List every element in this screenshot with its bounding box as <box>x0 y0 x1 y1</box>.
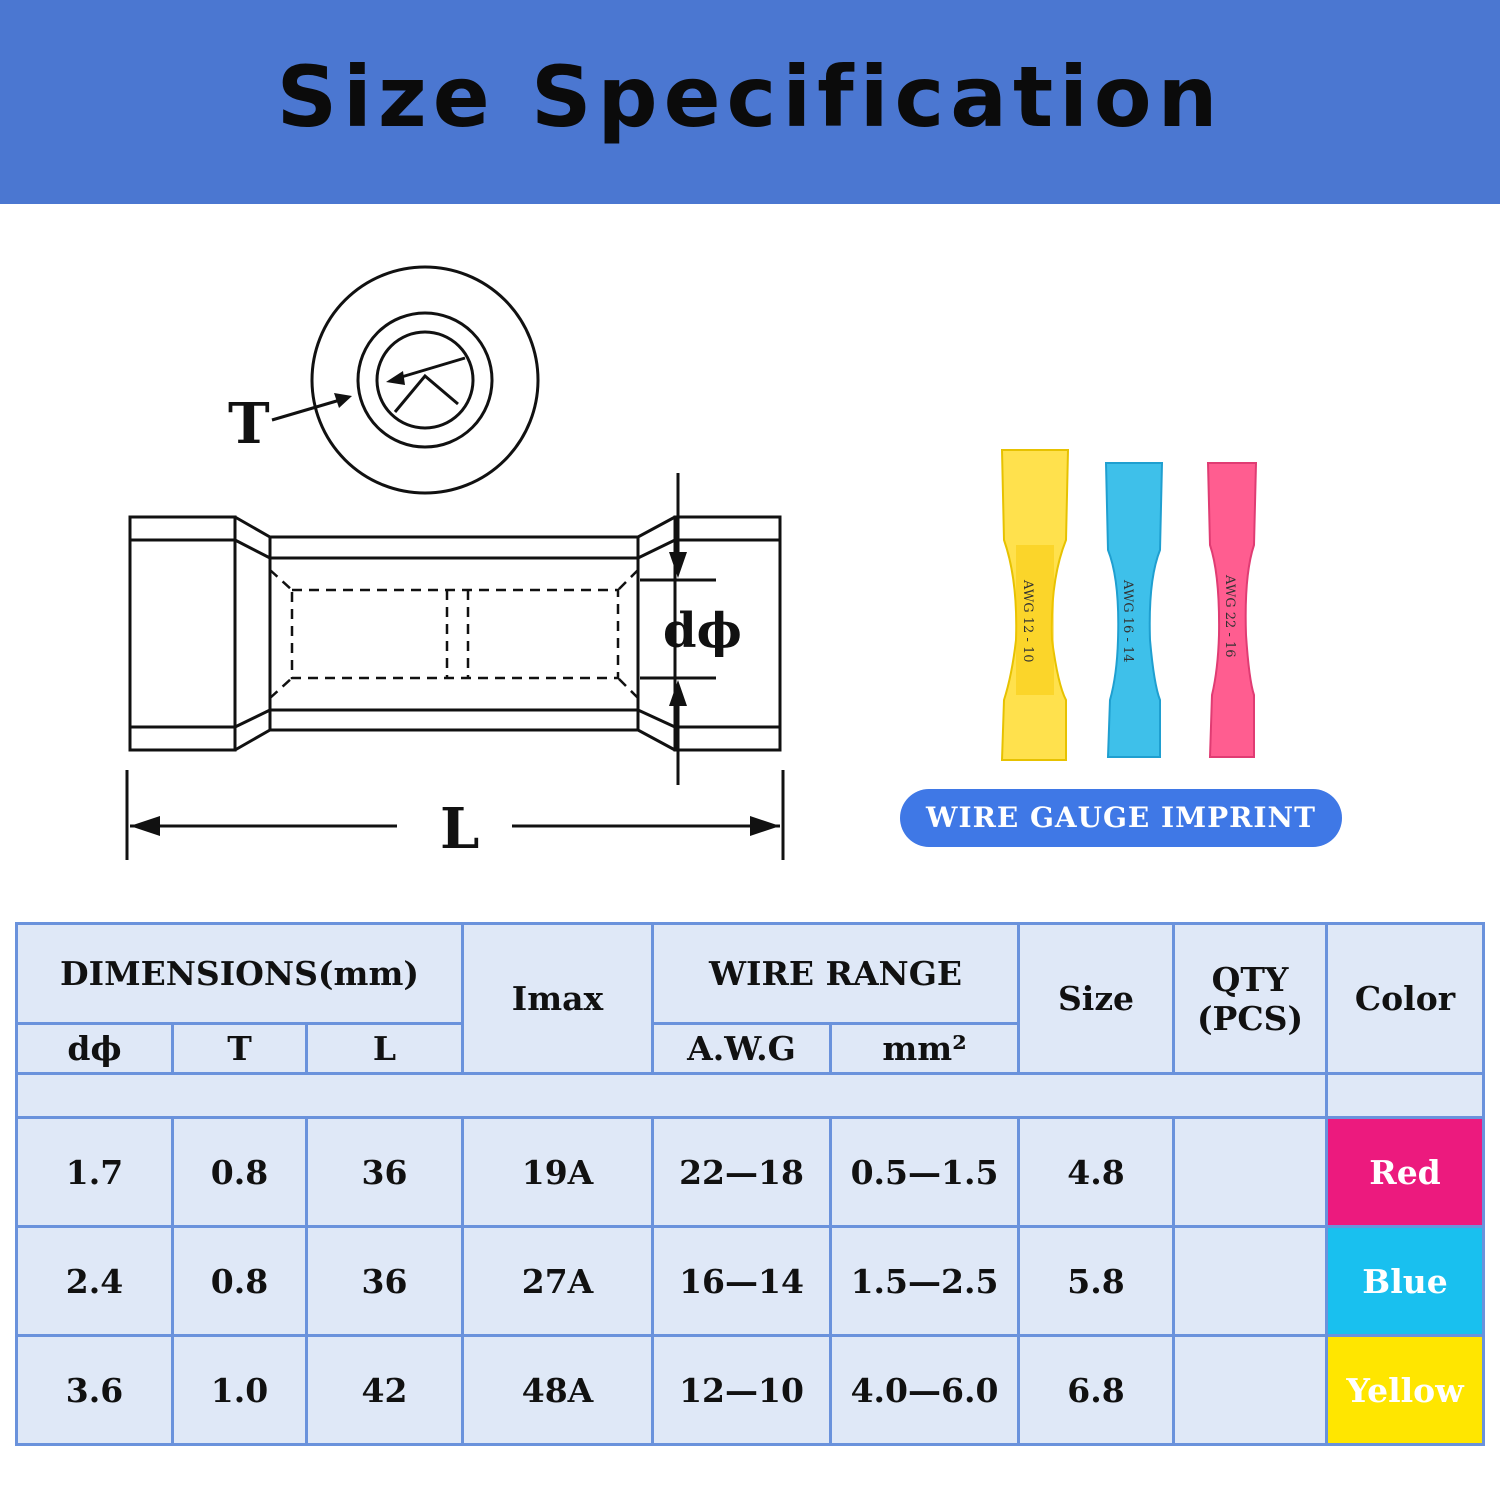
label-t: T <box>228 391 270 457</box>
header-qty: QTY (PCS) <box>1172 922 1329 1075</box>
label-l: L <box>440 796 479 862</box>
cell-l: 36 <box>304 1116 465 1228</box>
sleeve-pink: AWG 22 - 16 <box>1206 462 1258 758</box>
cell-d: 3.6 <box>15 1334 174 1446</box>
inner-barrel <box>269 569 639 699</box>
title-banner: Size Specification <box>0 0 1500 204</box>
middle-circle <box>356 311 494 449</box>
label-d: dϕ <box>663 603 742 659</box>
cell-d: 2.4 <box>15 1225 174 1337</box>
page-title: Size Specification <box>276 48 1224 146</box>
cell-color: Red <box>1325 1116 1486 1228</box>
connector-body <box>128 515 782 752</box>
sleeve-blue: AWG 16 - 14 <box>1104 462 1164 758</box>
cell-qty <box>1172 1116 1329 1228</box>
connector-diagram: T dϕ L <box>125 265 785 862</box>
header-color: Color <box>1325 922 1486 1075</box>
cell-qty <box>1172 1225 1329 1337</box>
cell-mm2: 0.5—1.5 <box>829 1116 1021 1228</box>
cell-t: 0.8 <box>171 1116 308 1228</box>
cell-qty <box>1172 1334 1329 1446</box>
subheader-l: L <box>304 1022 465 1075</box>
table-row: 3.6 1.0 42 48A 12—10 4.0—6.0 6.8 Yellow <box>15 1334 1486 1446</box>
cell-mm2: 1.5—2.5 <box>829 1225 1021 1337</box>
spacer-cell <box>1325 1072 1486 1119</box>
wire-gauge-imprint-badge: WIRE GAUGE IMPRINT <box>900 789 1342 847</box>
cell-awg: 12—10 <box>651 1334 833 1446</box>
svg-text:AWG 22 - 16: AWG 22 - 16 <box>1222 574 1237 657</box>
cell-size: 6.8 <box>1017 1334 1176 1446</box>
cell-awg: 16—14 <box>651 1225 833 1337</box>
spacer-row <box>14 1072 1329 1119</box>
cell-color: Blue <box>1325 1225 1486 1337</box>
svg-text:AWG 12 - 10: AWG 12 - 10 <box>1020 579 1035 662</box>
table-row: 2.4 0.8 36 27A 16—14 1.5—2.5 5.8 Blue <box>15 1225 1486 1337</box>
cell-color: Yellow <box>1325 1334 1486 1446</box>
header-size: Size <box>1017 922 1176 1075</box>
cell-d: 1.7 <box>15 1116 174 1228</box>
subheader-awg: A.W.G <box>651 1022 833 1075</box>
cell-imax: 48A <box>461 1334 655 1446</box>
cell-size: 4.8 <box>1017 1116 1176 1228</box>
inner-circle <box>375 330 475 430</box>
inner-wedge <box>393 373 459 413</box>
cell-mm2: 4.0—6.0 <box>829 1334 1021 1446</box>
cell-imax: 19A <box>461 1116 655 1228</box>
svg-text:AWG 16 - 14: AWG 16 - 14 <box>1120 579 1135 662</box>
outer-circle <box>310 265 540 495</box>
subheader-mm2: mm² <box>829 1022 1021 1075</box>
header-imax: Imax <box>461 922 655 1075</box>
subheader-d: dϕ <box>15 1022 174 1075</box>
sleeve-yellow: AWG 12 - 10 <box>1000 449 1070 761</box>
cell-t: 0.8 <box>171 1225 308 1337</box>
cell-awg: 22—18 <box>651 1116 833 1228</box>
header-wire-range: WIRE RANGE <box>651 922 1021 1025</box>
spec-table: DIMENSIONS(mm) Imax WIRE RANGE Size QTY … <box>14 922 1486 1446</box>
cell-l: 36 <box>304 1225 465 1337</box>
cell-t: 1.0 <box>171 1334 308 1446</box>
cell-l: 42 <box>304 1334 465 1446</box>
table-row: 1.7 0.8 36 19A 22—18 0.5—1.5 4.8 Red <box>15 1116 1486 1228</box>
header-dimensions: DIMENSIONS(mm) <box>14 922 465 1025</box>
subheader-t: T <box>171 1022 308 1075</box>
cell-size: 5.8 <box>1017 1225 1176 1337</box>
sleeve-illustration: AWG 12 - 10 AWG 16 - 14 AWG 22 - 16 <box>1000 449 1258 761</box>
cell-imax: 27A <box>461 1225 655 1337</box>
